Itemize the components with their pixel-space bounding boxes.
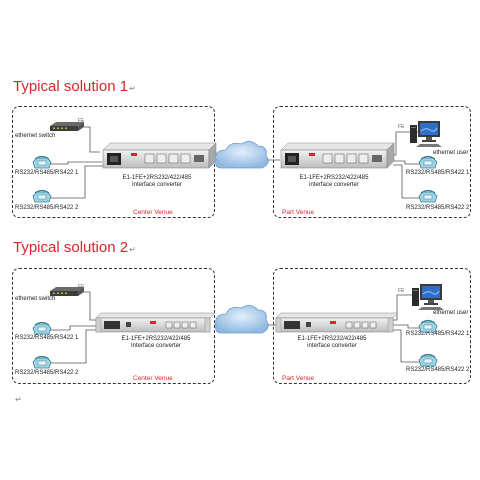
part-venue-label-2: Part Venue [282,375,315,382]
left-rs-port2-label-1: RS232/RS485/RS422 2 [15,205,79,211]
right-device-caption-line1-2: E1-1FE+2RS232/422/485 [297,336,367,342]
left-fe-label-1: FE [78,118,85,124]
right-rs-port1-label-1: RS232/RS485/RS422 1 [406,170,470,176]
left-device-caption-2: E1-1FE+2RS232/422/485 Interface converte… [100,336,212,350]
e1-cloud-2 [215,305,269,334]
center-venue-label-1: Center Venue [133,209,173,216]
right-rs-port1-label-2: RS232/RS485/RS422 1 [406,331,470,337]
left-rs-port2-label-2: RS232/RS485/RS422 2 [15,370,79,376]
center-venue-box-2 [12,268,215,384]
part-venue-box-1 [273,106,471,218]
right-device-caption-line2-1: interface converter [309,182,359,188]
cloud-label-2: E1 transmission [227,321,267,327]
ethernet-switch-label-2: ethernet switch [15,296,56,302]
paragraph-mark: ↵ [129,245,136,254]
right-device-caption-1: E1-1FE+2RS232/422/485 interface converte… [278,175,390,189]
ethernet-user-label-2: ethernet user [433,310,469,316]
right-rs-port2-label-1: RS232/RS485/RS422 2 [406,205,470,211]
solution-1-title-text: Typical solution 1 [13,78,129,95]
left-device-caption-line1-1: E1-1FE+2RS232/422/485 [122,175,192,181]
right-device-caption-2: E1-1FE+2RS232/422/485 interface converte… [276,336,388,350]
right-device-caption-line2-2: interface converter [307,343,357,349]
part-venue-box-2 [273,268,471,384]
cloud-label-1: E1 transmission [226,159,266,165]
solution-2-title: Typical solution 2↵ [13,239,136,259]
solution-2-title-text: Typical solution 2 [13,239,129,256]
left-rs-port1-label-1: RS232/RS485/RS422 1 [15,170,79,176]
solution-1-title: Typical solution 1↵ [13,78,136,98]
left-device-caption-line2-2: Interface converter [130,343,182,349]
left-device-caption-line2-1: Interface converter [131,182,183,188]
left-rs-port1-label-2: RS232/RS485/RS422 1 [15,335,79,341]
center-venue-label-2: Center Venue [133,375,173,382]
paragraph-mark-bottom: ↵ [15,395,22,404]
ethernet-user-label-1: ethernet user [433,150,469,156]
right-fe-label-2: FE [398,288,405,294]
ethernet-switch-label-1: ethernet switch [15,133,56,139]
left-fe-label-2: FE [78,284,85,290]
right-rs-port2-label-2: RS232/RS485/RS422 2 [406,367,470,373]
part-venue-label-1: Part Venue [282,209,315,216]
center-venue-box-1 [12,106,215,218]
left-device-caption-1: E1-1FE+2RS232/422/485 Interface converte… [102,175,212,189]
right-fe-label-1: FE [398,124,405,130]
right-device-caption-line1-1: E1-1FE+2RS232/422/485 [299,175,369,181]
paragraph-mark: ↵ [129,84,136,93]
left-device-caption-line1-2: E1-1FE+2RS232/422/485 [121,336,191,342]
